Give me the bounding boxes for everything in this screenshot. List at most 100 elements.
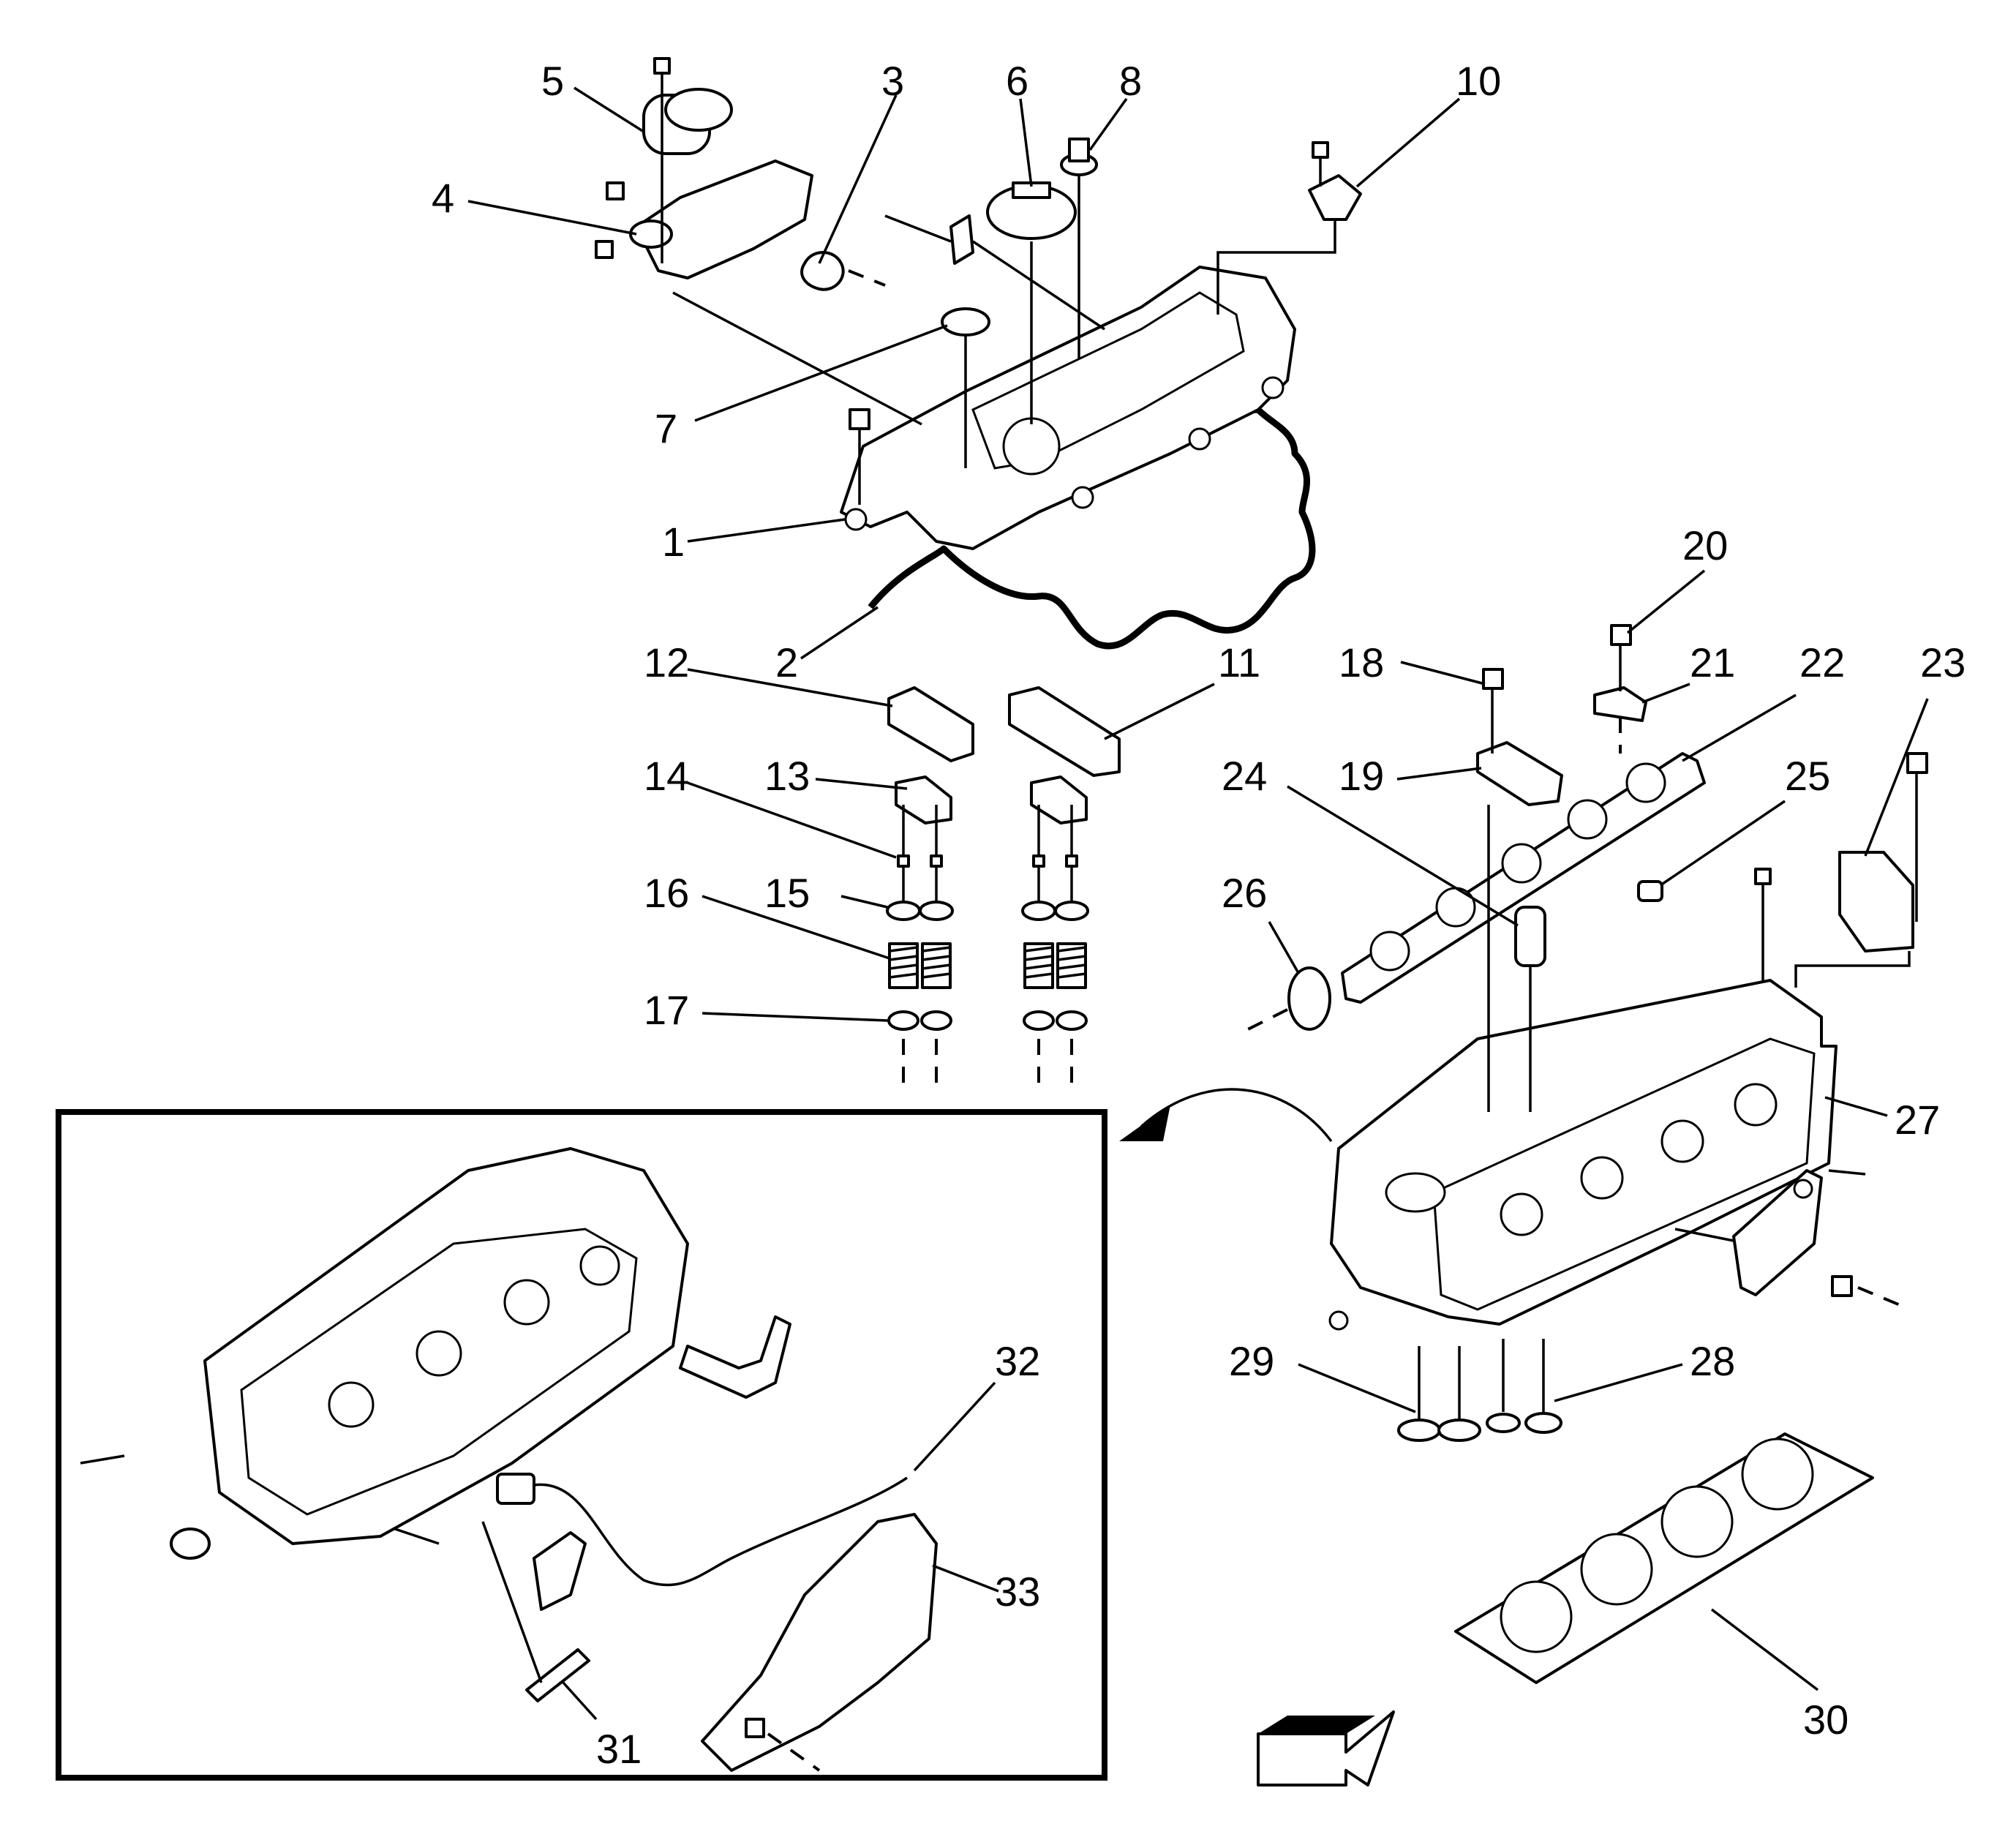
pcv-tube — [635, 159, 813, 279]
inset-sensor-wire — [533, 1476, 908, 1587]
camshaft-bearing-cap — [1476, 741, 1563, 806]
manifold-stud — [1828, 1169, 1866, 1176]
thermostat-housing-gasket — [1838, 851, 1914, 953]
callout-11: 11 — [1218, 639, 1260, 685]
cylinder-head-plug — [1637, 880, 1663, 902]
lift-bracket — [1732, 1169, 1823, 1296]
callout-2: 2 — [775, 639, 798, 685]
cover-plug-head — [1068, 138, 1090, 162]
cover-bracket — [949, 214, 974, 265]
inset-heat-shield — [701, 1513, 938, 1772]
bore-2 — [1580, 1533, 1653, 1606]
callout-3: 3 — [881, 58, 904, 104]
bore-1 — [1500, 1580, 1573, 1653]
sensor-bolt-head — [1312, 141, 1329, 159]
valve-retainer — [1021, 901, 1056, 921]
assy-line-pcv-to-cover — [672, 291, 922, 426]
camshaft-seal-guide — [1243, 1008, 1288, 1033]
valve-retainer — [886, 901, 921, 921]
port-1 — [1500, 1192, 1543, 1236]
callout-15: 15 — [764, 870, 810, 916]
lift-bracket-guide — [1857, 1286, 1903, 1307]
head-bolt-head — [1754, 868, 1772, 885]
inset-coolant-pipe — [679, 1315, 791, 1399]
valve-retainer — [1054, 901, 1089, 921]
front-direction-arrow-shade — [1258, 1716, 1375, 1734]
inset-stud-1 — [80, 1454, 125, 1465]
inset-port-2 — [415, 1330, 462, 1377]
callout-6: 7 — [655, 405, 677, 451]
lift-bracket-nut — [1831, 1275, 1853, 1297]
valve-stem-seal — [887, 1010, 919, 1031]
callout-28: 28 — [1690, 1338, 1735, 1384]
valve-stem-seal — [1056, 1010, 1088, 1031]
callout-33: 33 — [995, 1568, 1040, 1615]
valve-keeper — [930, 854, 943, 868]
inset-bolt — [745, 1718, 765, 1738]
camshaft-cover-group — [595, 57, 1362, 650]
detail-pointer-arrow-head — [1119, 1105, 1170, 1141]
rocker-arm-left — [887, 686, 974, 762]
inset-port-1 — [328, 1381, 375, 1428]
valve-stack-4 — [1054, 805, 1089, 1083]
assy-line-housing — [1794, 951, 1911, 988]
sensor-bracket — [1593, 686, 1647, 722]
valve-stack-1 — [886, 805, 921, 1083]
pcv-gasket — [800, 251, 845, 291]
assy-line-sensor — [1216, 219, 1336, 315]
inset-small-bracket — [533, 1531, 587, 1611]
lift-bracket-hole — [1793, 1179, 1813, 1199]
callout-22: 22 — [1799, 639, 1845, 685]
cam-lobe-1 — [1369, 931, 1410, 972]
camshaft-position-sensor — [1308, 174, 1362, 221]
callout-5: 5 — [541, 58, 564, 104]
inset-sensor-connector — [496, 1473, 535, 1505]
rocker-arm-right — [1008, 686, 1121, 777]
valve-stack-3 — [1021, 805, 1056, 1083]
camshaft-seal — [1287, 966, 1331, 1031]
callout-20: 20 — [1682, 522, 1728, 568]
inset-knock-sensor-lead — [481, 1521, 543, 1683]
cover-bolt-boss-4 — [1261, 376, 1285, 399]
valve-retainer — [919, 901, 954, 921]
detail-inset-frame — [56, 1109, 1107, 1781]
pcv-stud-head — [653, 57, 671, 75]
callout-19: 19 — [1339, 753, 1384, 799]
callout-27: 27 — [1895, 1097, 1940, 1143]
exhaust-valve-2 — [1524, 1412, 1562, 1434]
detail-pointer-arrow — [1140, 1088, 1333, 1143]
callout-12: 12 — [644, 639, 689, 685]
cap-bolt-head — [1482, 668, 1504, 690]
cover-bolt-boss-3 — [1188, 427, 1211, 451]
callout-14: 14 — [644, 753, 689, 799]
port-4 — [1734, 1083, 1778, 1127]
oil-fill-opening — [1002, 417, 1061, 476]
valve-keeper — [1065, 854, 1078, 868]
valve-stem-seal — [1023, 1010, 1055, 1031]
pcv-seal-ring — [629, 219, 673, 249]
callout-31: 31 — [596, 1726, 642, 1772]
callout-1: 1 — [662, 519, 685, 565]
valve-stem-seal — [920, 1010, 952, 1031]
callout-30: 30 — [1803, 1697, 1848, 1743]
callout-32: 32 — [995, 1338, 1040, 1384]
seal-ring — [941, 307, 990, 337]
cam-lobe-3 — [1501, 843, 1542, 884]
callout-24: 25 — [1785, 753, 1830, 799]
callout-8: 8 — [1119, 58, 1142, 104]
callout-16: 16 — [644, 870, 689, 916]
valve-stack-2 — [919, 805, 954, 1083]
cam-lobe-2 — [1435, 887, 1476, 928]
callout-23: 23 — [1920, 639, 1966, 685]
pcv-bolt-2 — [595, 240, 614, 259]
valve-keeper — [897, 854, 910, 868]
callout-4: 4 — [432, 175, 454, 221]
camshaft-cover-gasket — [868, 406, 1316, 650]
inset-plug — [170, 1528, 211, 1560]
housing-bolt-head — [1906, 752, 1928, 774]
cover-bolt-head — [849, 408, 870, 430]
pcv-valve-cap — [664, 88, 733, 132]
port-3 — [1660, 1119, 1704, 1163]
drain-plug — [1328, 1310, 1349, 1331]
